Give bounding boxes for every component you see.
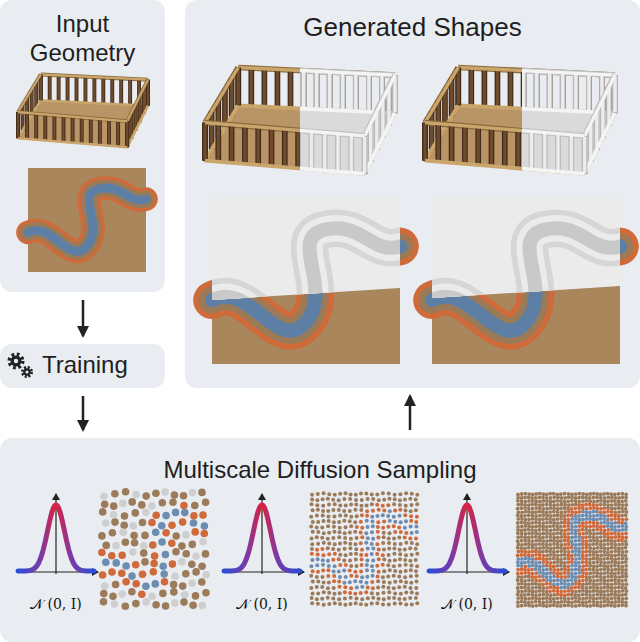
flow-arrow (82, 300, 85, 336)
gear-icon (10, 355, 32, 377)
flow-arrow (82, 396, 85, 430)
fence-model (205, 68, 395, 174)
training-box: Training (0, 344, 165, 388)
fence-model (425, 68, 615, 174)
point-cloud (516, 492, 629, 608)
panel-title: Training (42, 351, 159, 380)
point-cloud (309, 491, 419, 607)
terrain-model (432, 196, 620, 364)
gaussian-plot (16, 494, 98, 574)
terrain-model (28, 168, 146, 272)
terrain-model (432, 196, 620, 364)
terrain-model (212, 196, 400, 364)
panel-title: Input Geometry (13, 10, 153, 68)
fence-model (205, 68, 395, 174)
distribution-label: 𝒩 (0, I) (441, 596, 493, 613)
distribution-label: 𝒩 (0, I) (236, 596, 288, 613)
fence-model (425, 68, 615, 174)
flow-arrow (409, 396, 412, 430)
gaussian-plot (222, 494, 304, 574)
gaussian-plot (427, 494, 509, 574)
panel-title: Generated Shapes (195, 12, 630, 43)
terrain-model (212, 196, 400, 364)
panel-title: Multiscale Diffusion Sampling (10, 456, 630, 485)
fence-model (18, 75, 148, 148)
point-cloud (98, 488, 210, 610)
distribution-label: 𝒩 (0, I) (30, 596, 82, 613)
